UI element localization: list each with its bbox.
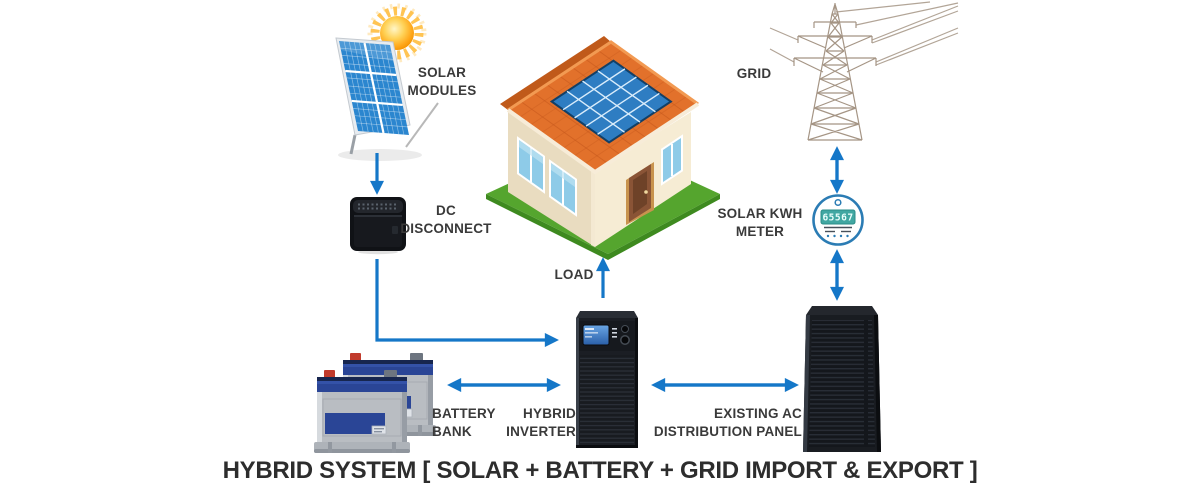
hybrid-inverter-icon: [576, 311, 638, 448]
roof-solar-array: [552, 61, 671, 143]
solar-modules-icon: [336, 6, 438, 161]
inverter-button: [621, 325, 629, 333]
battery-bank-icon: [314, 353, 436, 453]
house-window: [517, 136, 545, 194]
house-door: [626, 162, 654, 225]
dc-disconnect-icon: [350, 197, 406, 255]
meter-reading: 65567: [822, 213, 853, 224]
house-window: [661, 134, 683, 186]
arrow-dc-to-inverter: [375, 259, 559, 348]
battery: [314, 370, 410, 453]
label-ac-distribution-panel: EXISTING AC DISTRIBUTION PANEL: [653, 406, 802, 439]
kwh-meter-icon: 65567: [812, 194, 864, 246]
label-hybrid-inverter: HYBRID INVERTER: [506, 406, 576, 439]
label-dc-disconnect: DC DISCONNECT: [400, 203, 492, 236]
label-grid: GRID: [736, 66, 772, 81]
house-roof: [508, 42, 698, 172]
label-solar-kwh-meter: SOLAR KWH METER: [717, 206, 803, 239]
ac-distribution-panel-icon: [803, 306, 881, 452]
house-icon: [486, 36, 720, 260]
label-solar-modules: SOLAR MODULES: [407, 65, 477, 98]
inverter-button: [620, 335, 630, 345]
label-load: LOAD: [554, 267, 594, 282]
diagram-title: HYBRID SYSTEM [ SOLAR + BATTERY + GRID I…: [222, 457, 978, 484]
label-battery-bank: BATTERY BANK: [432, 406, 496, 439]
grid-tower-icon: [769, 1, 959, 141]
house-window: [549, 159, 577, 217]
